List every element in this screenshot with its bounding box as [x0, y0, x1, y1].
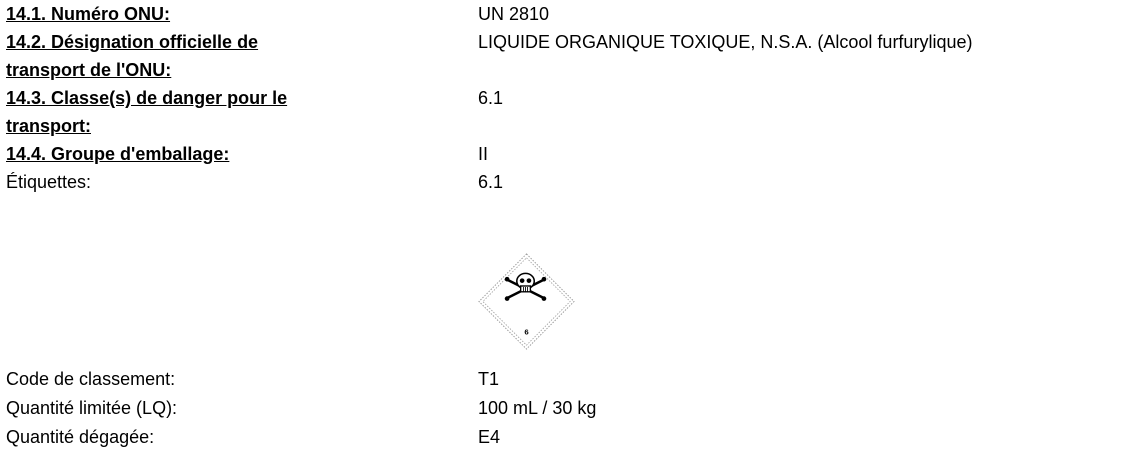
value-limited-quantity: 100 mL / 30 kg	[478, 398, 597, 418]
toxic-skull-crossbones-icon: 6	[478, 253, 575, 350]
label-un-number: 14.1. Numéro ONU:	[6, 0, 356, 28]
label-line: Quantité limitée (LQ):	[6, 398, 178, 418]
label-packing-group: 14.4. Groupe d'emballage:	[6, 140, 356, 168]
label-line: transport:	[6, 116, 91, 136]
label-line: Quantité dégagée:	[6, 427, 155, 447]
value-un-number: UN 2810	[478, 4, 550, 24]
label-line: 14.2. Désignation officielle de	[6, 32, 259, 52]
value-labels: 6.1	[478, 172, 504, 192]
label-classification-code: Code de classement:	[6, 365, 356, 393]
label-line: 14.4. Groupe d'emballage:	[6, 144, 230, 164]
label-limited-quantity: Quantité limitée (LQ):	[6, 394, 356, 422]
label-excepted-quantity: Quantité dégagée:	[6, 423, 356, 451]
pictogram-class-number: 6	[524, 327, 529, 336]
value-shipping-name: LIQUIDE ORGANIQUE TOXIQUE, N.S.A. (Alcoo…	[478, 32, 973, 52]
label-line: 14.3. Classe(s) de danger pour le	[6, 88, 288, 108]
label-line: Étiquettes:	[6, 172, 92, 192]
label-line: Code de classement:	[6, 369, 176, 389]
label-line: 14.1. Numéro ONU:	[6, 4, 171, 24]
label-line: transport de l'ONU:	[6, 60, 172, 80]
label-labels: Étiquettes:	[6, 168, 356, 196]
label-hazard-class: 14.3. Classe(s) de danger pour le transp…	[6, 84, 356, 140]
label-shipping-name: 14.2. Désignation officielle de transpor…	[6, 28, 356, 84]
value-excepted-quantity: E4	[478, 427, 501, 447]
value-hazard-class: 6.1	[478, 88, 504, 108]
value-packing-group: II	[478, 144, 489, 164]
value-classification-code: T1	[478, 369, 500, 389]
toxic-pictogram: 6	[478, 253, 575, 350]
